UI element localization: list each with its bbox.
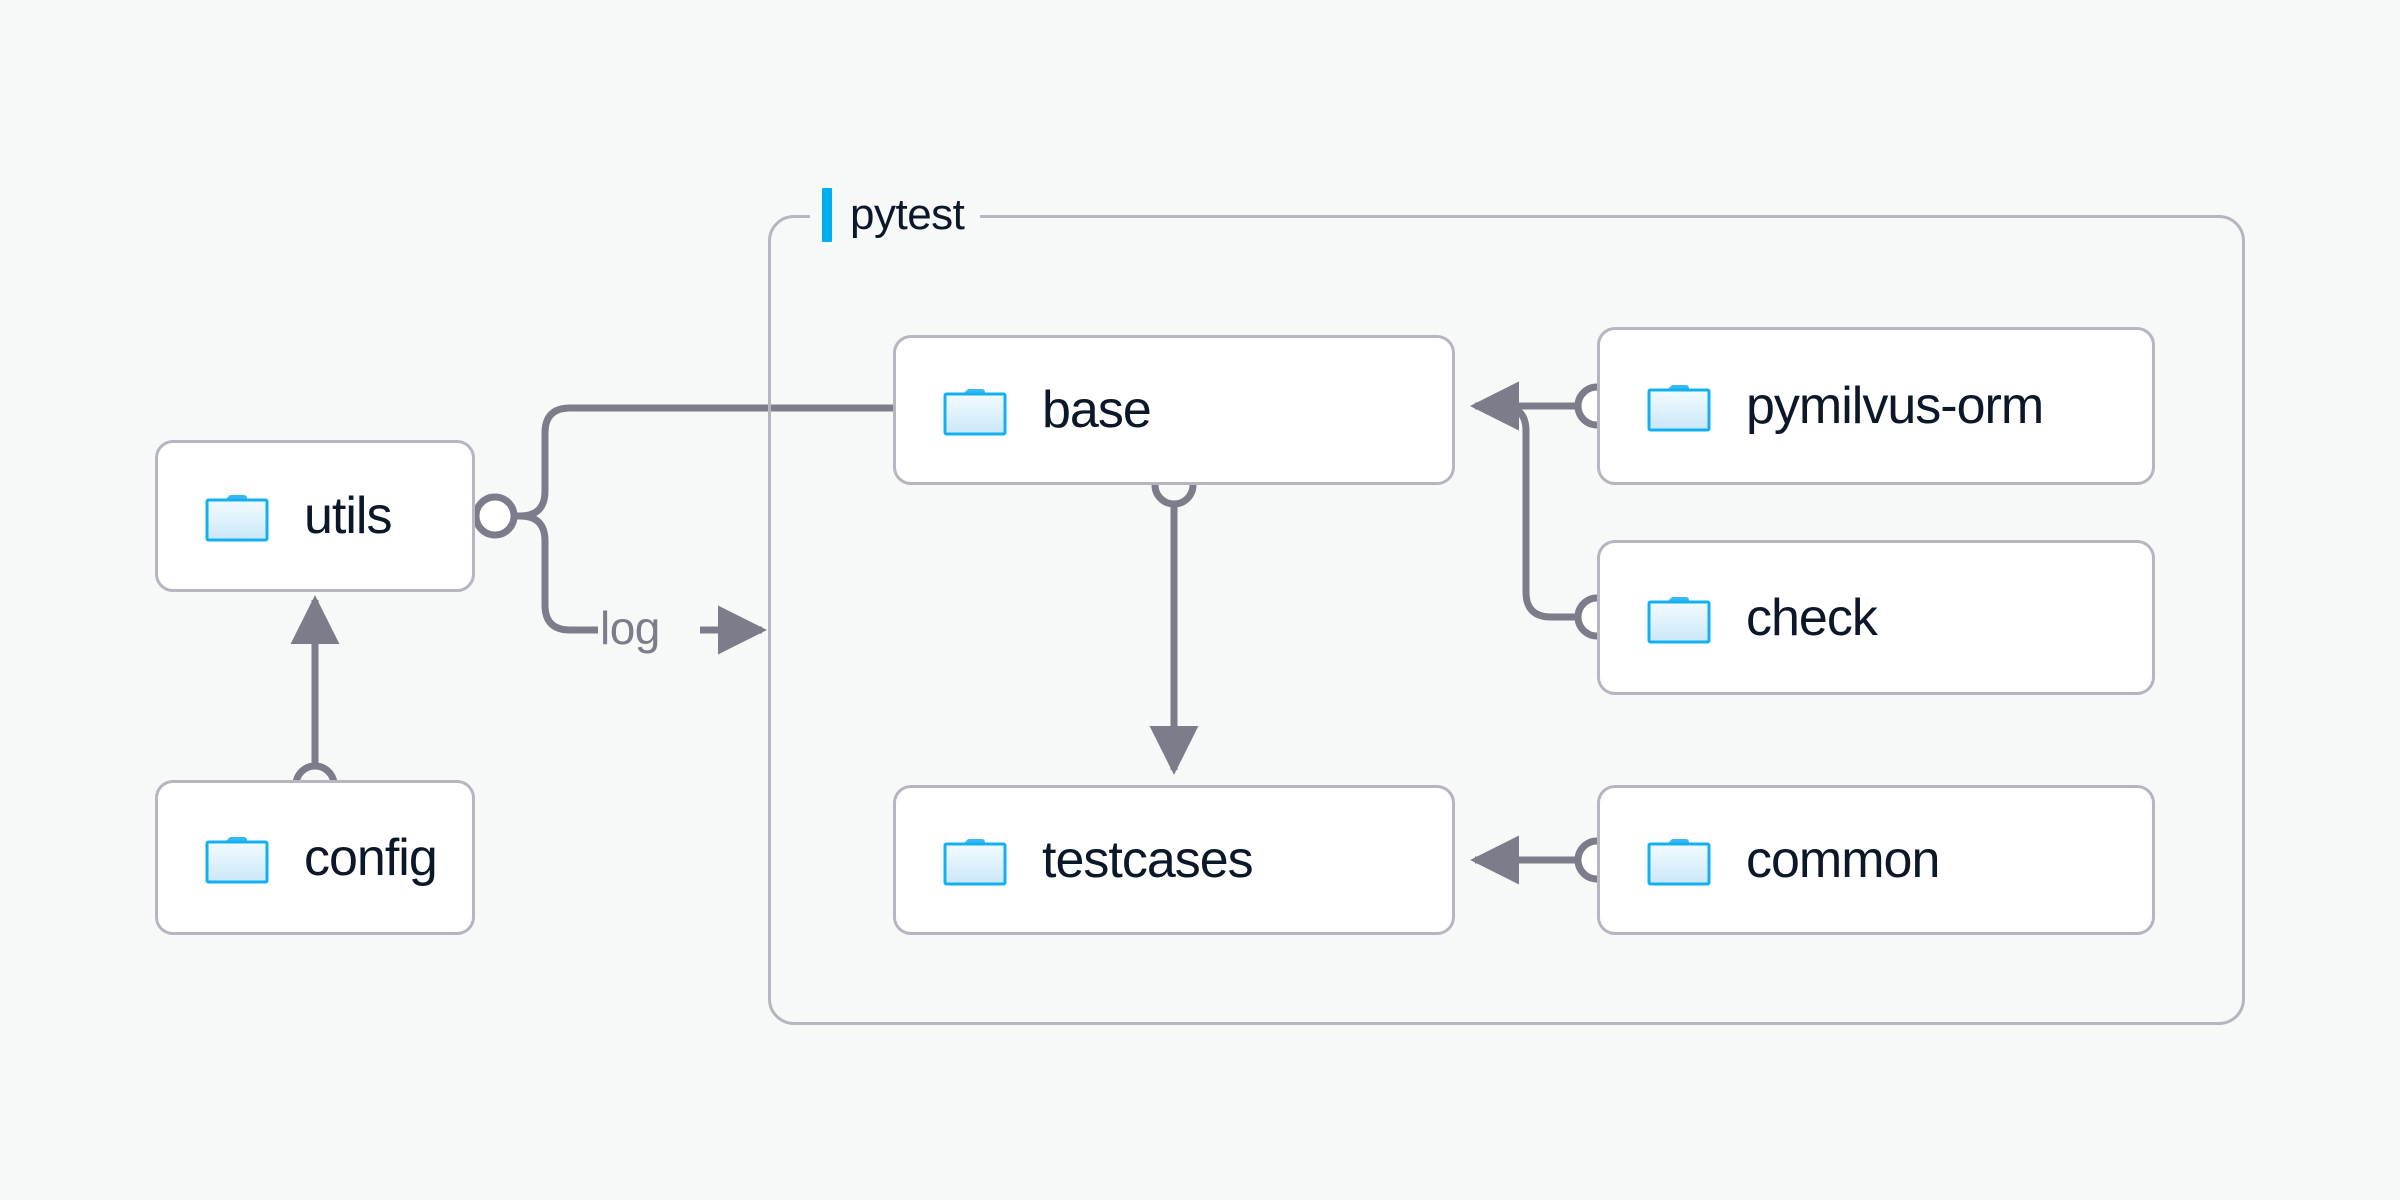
node-config-label: config — [304, 828, 438, 887]
node-common[interactable]: common — [1597, 785, 2155, 935]
node-check[interactable]: check — [1597, 540, 2155, 695]
edge-check-to-base — [1470, 381, 1578, 621]
folder-icon — [943, 839, 1007, 886]
folder-icon — [1647, 596, 1711, 643]
folder-icon — [943, 389, 1007, 436]
node-common-label: common — [1746, 831, 1940, 889]
folder-icon — [205, 836, 269, 883]
node-utils-label: utils — [304, 487, 392, 545]
node-pymilvus-orm-label: pymilvus-orm — [1746, 377, 2044, 435]
folder-icon — [205, 495, 269, 542]
group-pytest[interactable] — [768, 215, 2245, 1025]
node-utils[interactable]: utils — [155, 440, 475, 592]
node-base-label: base — [1042, 381, 1152, 439]
folder-icon — [1647, 839, 1711, 886]
edge-endpoint-utils — [472, 493, 518, 539]
node-base[interactable]: base — [893, 335, 1455, 485]
node-pymilvus-orm[interactable]: pymilvus-orm — [1597, 327, 2155, 485]
edge-label-log: log — [600, 602, 660, 654]
group-accent-bar — [822, 188, 832, 242]
edge-utils-to-base — [519, 404, 1130, 520]
node-config[interactable]: config — [155, 780, 475, 935]
node-testcases-label: testcases — [1042, 831, 1254, 889]
group-label-text: pytest — [850, 190, 965, 239]
node-check-label: check — [1746, 588, 1878, 647]
folder-icon — [1647, 385, 1711, 432]
node-testcases[interactable]: testcases — [893, 785, 1455, 935]
edge-utils-to-log — [519, 512, 598, 634]
group-pytest-label: pytest — [810, 187, 981, 243]
